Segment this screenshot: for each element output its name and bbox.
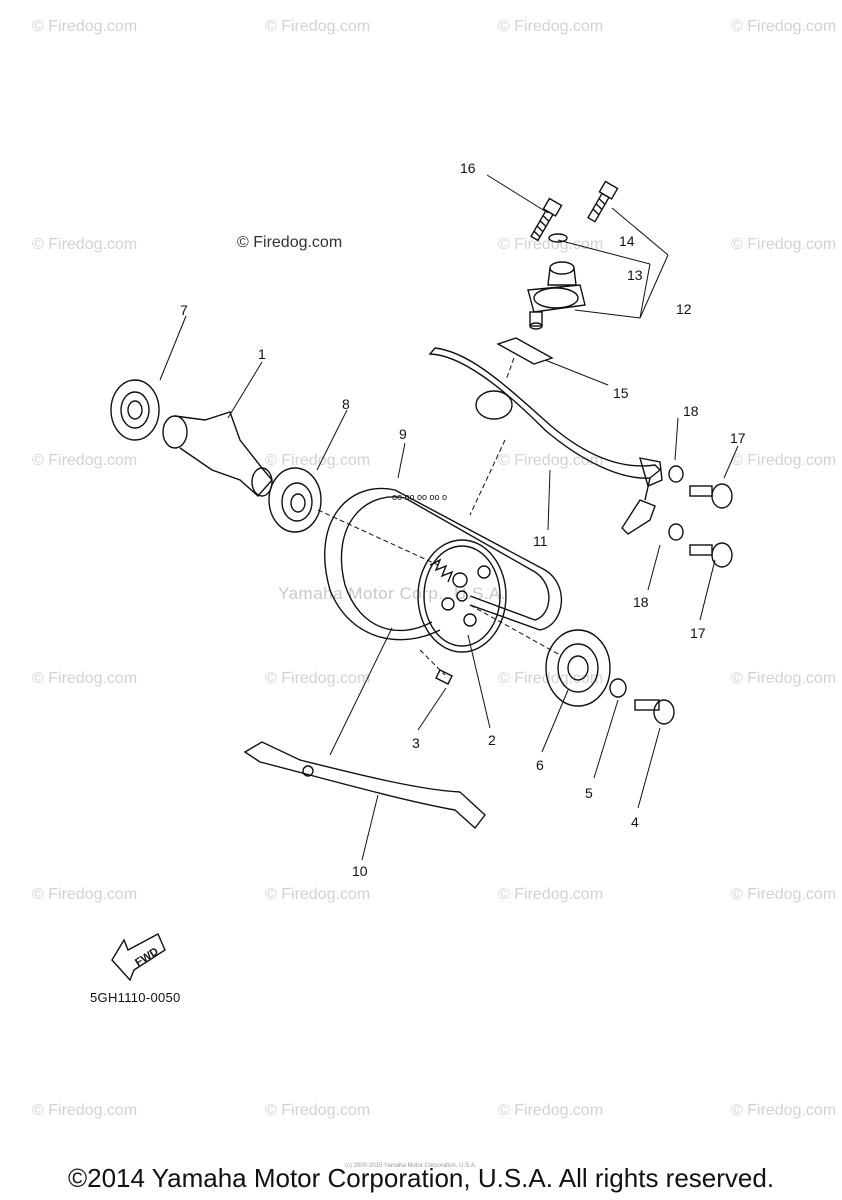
- callout-number: 17: [690, 625, 706, 641]
- part-1-camshaft: [162, 411, 273, 497]
- callout-number: 18: [683, 403, 699, 419]
- svg-text:oo oo oo oo o: oo oo oo oo o: [392, 492, 447, 502]
- part-17-bolt: [689, 483, 733, 509]
- callout-number: 17: [730, 430, 746, 446]
- watermark-center: © Firedog.com: [237, 234, 343, 251]
- watermark-text: © Firedog.com: [265, 1102, 371, 1119]
- copyright-footer: ©2014 Yamaha Motor Corporation, U.S.A. A…: [67, 1163, 775, 1193]
- callout-number: 1: [258, 346, 266, 362]
- leader-lines: [159, 174, 739, 861]
- part-9-cam-chain: oo oo oo oo o: [324, 487, 562, 641]
- callout-number: 4: [631, 814, 639, 830]
- watermark-text: © Firedog.com: [32, 236, 138, 253]
- fwd-label-graphic: FWD: [133, 946, 161, 969]
- watermark-text: © Firedog.com: [32, 452, 138, 469]
- callout-number: 5: [585, 785, 593, 801]
- callout-number: 7: [180, 302, 188, 318]
- callout-number: 15: [613, 385, 629, 401]
- watermark-text: © Firedog.com: [498, 886, 604, 903]
- callout-number: 6: [536, 757, 544, 773]
- part-16-bolt: [530, 197, 563, 242]
- watermark-text: © Firedog.com: [265, 886, 371, 903]
- watermark-text: © Firedog.com: [32, 670, 138, 687]
- callout-number: 2: [488, 732, 496, 748]
- part-7-bearing: [110, 379, 160, 441]
- watermark-text: © Firedog.com: [731, 18, 837, 35]
- part-17-bolt: [689, 542, 733, 568]
- diagram-part-number: 5GH1110-0050: [90, 990, 181, 1005]
- watermark-text: © Firedog.com: [498, 670, 604, 687]
- part-8-bearing: [268, 467, 322, 533]
- fine-print: (c) 2000-2015 Yamaha Motor Corporation, …: [345, 1163, 477, 1169]
- watermark-text: © Firedog.com: [731, 1102, 837, 1119]
- callout-number: 13: [627, 267, 643, 283]
- callout-number: 8: [342, 396, 350, 412]
- part-15-gasket: [496, 337, 554, 365]
- callout-number: 9: [399, 426, 407, 442]
- callout-number: 11: [533, 533, 548, 549]
- part-18-washer: [668, 523, 684, 541]
- callout-number: 12: [676, 301, 692, 317]
- part-4-bolt: [634, 699, 675, 725]
- part-10-chain-guide: [243, 741, 486, 830]
- callout-number: 10: [352, 863, 368, 879]
- callout-number: 18: [633, 594, 649, 610]
- watermark-text: © Firedog.com: [498, 1102, 604, 1119]
- part-3-dowel-pin: [435, 669, 453, 685]
- callout-number: 14: [619, 233, 635, 249]
- part-6-plate: [545, 629, 611, 707]
- part-2-cam-sprocket: [417, 539, 507, 653]
- watermark-text: © Firedog.com: [498, 452, 604, 469]
- part-5-washer: [609, 678, 627, 698]
- watermark-text: © Firedog.com: [265, 670, 371, 687]
- part-18-washer: [668, 465, 684, 483]
- watermark-text: © Firedog.com: [731, 236, 837, 253]
- callout-number: 3: [412, 735, 420, 751]
- part-11-chain-guide: [428, 347, 663, 535]
- part-12-tensioner: [527, 261, 586, 330]
- watermark-text: © Firedog.com: [265, 18, 371, 35]
- fwd-label: FWD: [133, 946, 161, 969]
- watermark-text: © Firedog.com: [32, 18, 138, 35]
- watermark-text: © Firedog.com: [265, 452, 371, 469]
- watermark-text: © Firedog.com: [731, 452, 837, 469]
- part-14-bolt: [587, 180, 619, 223]
- watermark-text: © Firedog.com: [32, 886, 138, 903]
- watermark-text: © Firedog.com: [731, 670, 837, 687]
- callout-number: 16: [460, 160, 476, 176]
- fwd-arrow-icon: [111, 933, 166, 982]
- watermark-text: © Firedog.com: [498, 236, 604, 253]
- watermark-text: © Firedog.com: [498, 18, 604, 35]
- watermark-text: © Firedog.com: [32, 1102, 138, 1119]
- part-13-washer: [548, 233, 568, 243]
- watermark-text: © Firedog.com: [731, 886, 837, 903]
